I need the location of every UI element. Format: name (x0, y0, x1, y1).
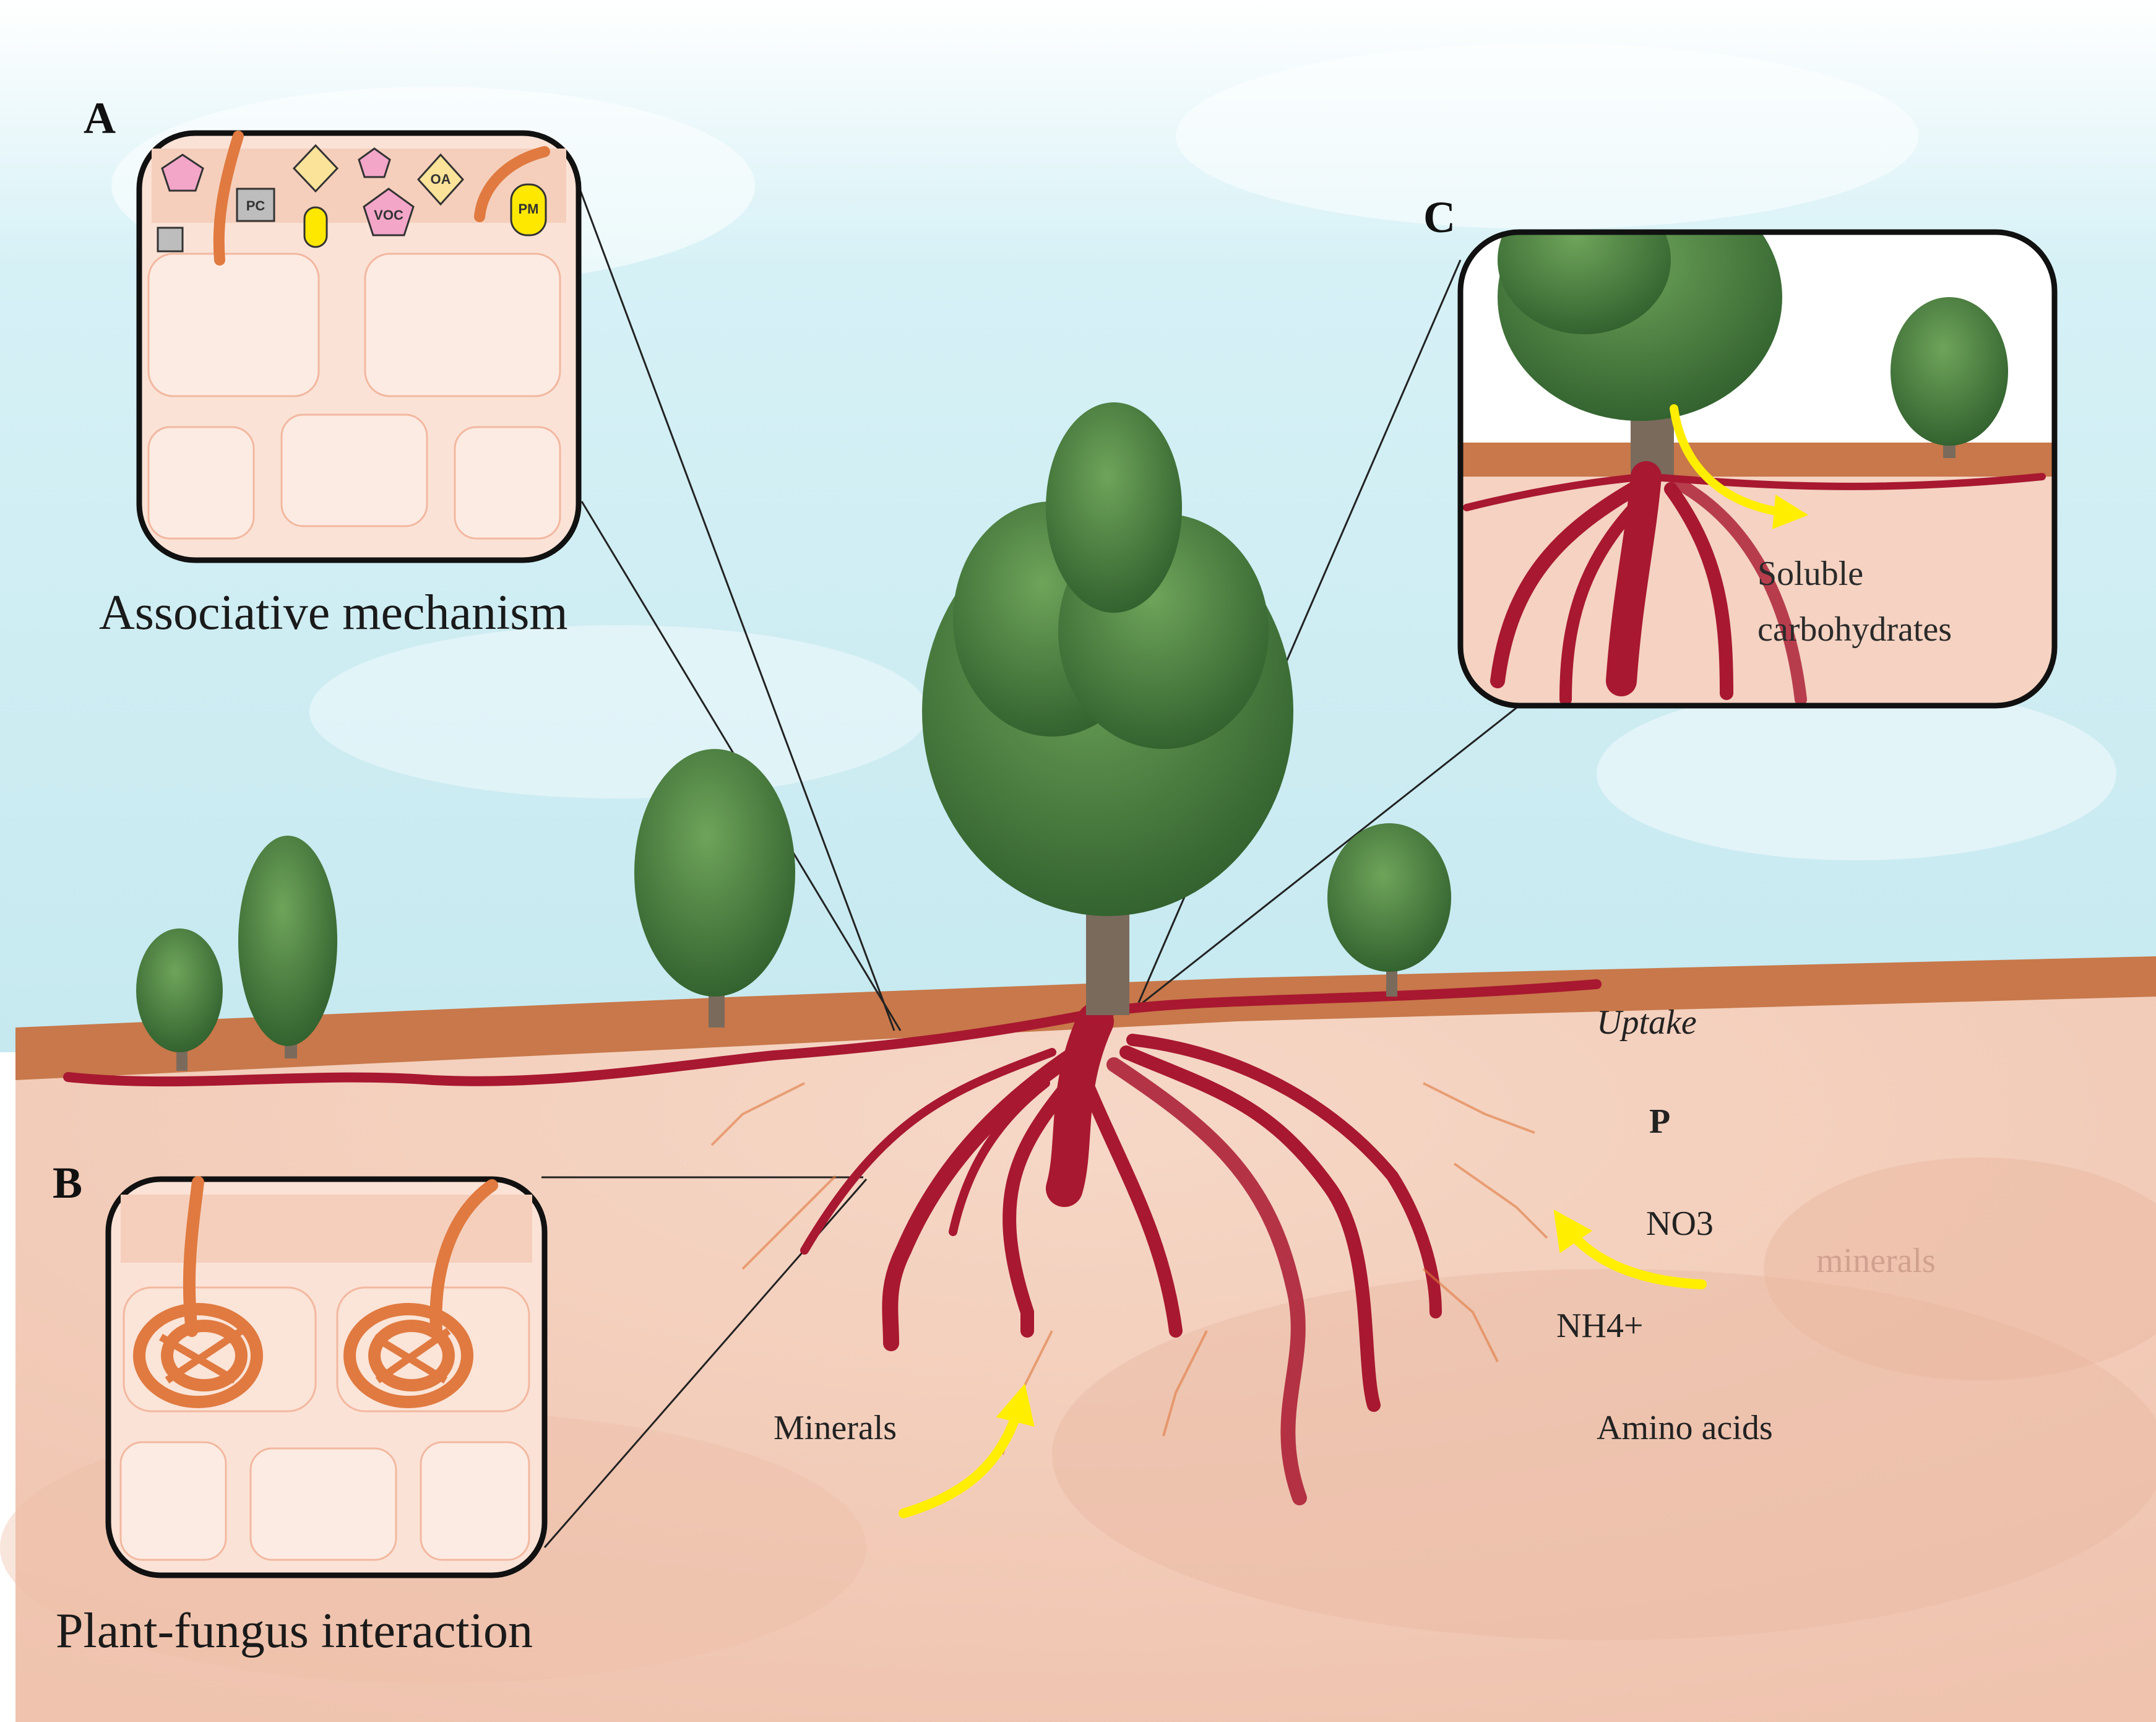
panel-b-letter: B (53, 1158, 83, 1208)
symbol-label-oa: OA (431, 171, 451, 187)
panel-a-inset: PC VOC OA PM (136, 130, 582, 563)
soil (15, 966, 2156, 1722)
symbol-label-pc: PC (246, 198, 265, 214)
panel-c-letter: C (1423, 193, 1455, 242)
soil-shade (1052, 1269, 2156, 1640)
tree-main (922, 402, 1293, 1015)
pill-symbol-pm (510, 183, 547, 236)
label-amino-acids: Amino acids (1597, 1409, 1773, 1447)
pentagon-symbol (358, 147, 391, 178)
panel-b-inset (105, 1176, 548, 1578)
pentagon-symbol (161, 154, 204, 192)
tree-small (634, 749, 795, 1028)
symbol-label-pm: PM (519, 201, 539, 217)
diamond-symbol (292, 144, 339, 193)
symbol-label-voc: VOC (374, 207, 403, 223)
uptake-arrows (899, 1209, 1707, 1518)
cloud (309, 625, 928, 798)
cloud (1176, 43, 1918, 229)
cloud (1597, 687, 2116, 860)
label-no3: NO3 (1646, 1205, 1714, 1243)
panel-b-caption: Plant-fungus interaction (56, 1604, 533, 1658)
panel-c-label-line2: carbohydrates (1757, 610, 1952, 649)
label-nh4: NH4+ (1556, 1307, 1644, 1345)
diamond-symbol-oa (416, 153, 465, 206)
panel-a-caption: Associative mechanism (99, 586, 568, 640)
tree-small (238, 836, 337, 1058)
fungal-coil (343, 1179, 498, 1408)
panel-c-label-line1: Soluble (1757, 555, 1864, 593)
tree-small (136, 928, 223, 1071)
tree-small (1327, 823, 1451, 997)
pentagon-symbol-voc (363, 188, 415, 236)
square-symbol (157, 227, 184, 253)
label-p: P (1649, 1102, 1671, 1141)
root-network (63, 979, 1602, 1505)
pill-symbol (303, 206, 328, 248)
label-minerals-faint: minerals (1816, 1242, 1936, 1280)
label-uptake: Uptake (1597, 1003, 1697, 1042)
soil-shade (1764, 1157, 2156, 1380)
fine-roots (710, 1082, 1548, 1455)
panel-a-letter: A (84, 93, 116, 143)
panel-c-inset (1457, 229, 2058, 709)
square-symbol-pc (236, 188, 275, 222)
label-minerals: Minerals (774, 1409, 897, 1447)
fungal-coil (133, 1176, 263, 1408)
